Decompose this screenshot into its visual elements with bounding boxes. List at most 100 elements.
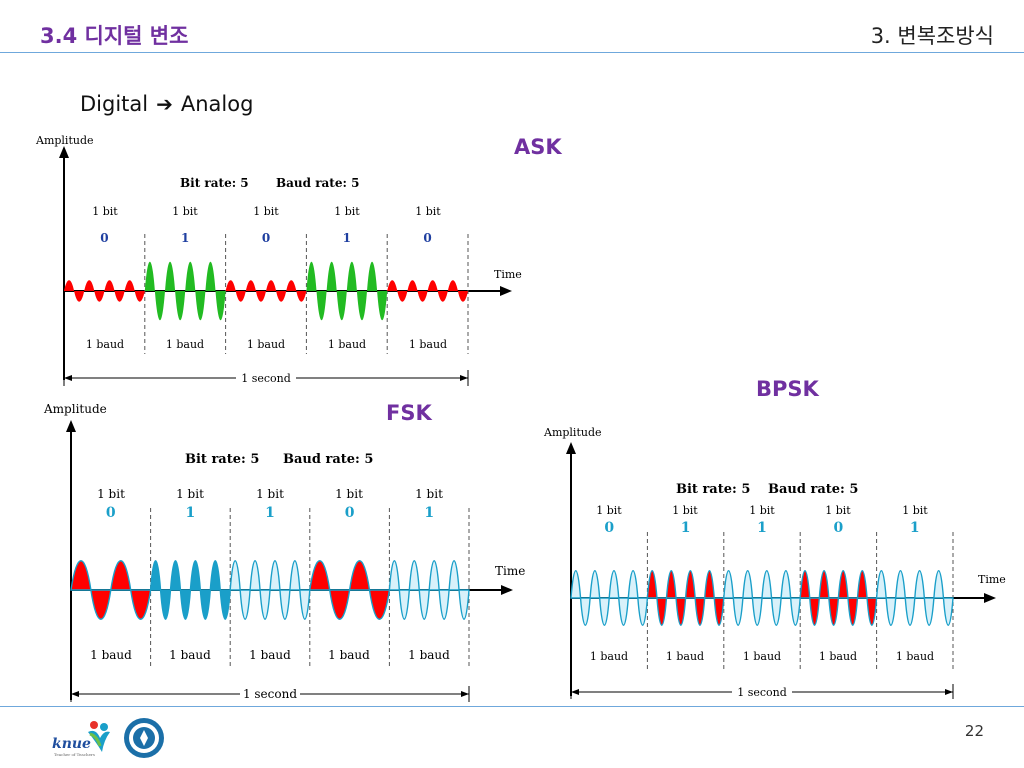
ask-high-lobe: [356, 291, 367, 321]
ask-low-lobe: [235, 291, 246, 302]
bpsk-waveform: [570, 570, 954, 626]
bpsk-lobe: [589, 570, 601, 599]
time-axis-arrow: [501, 585, 513, 595]
ask-high-lobe: [306, 261, 317, 291]
fsk-high-freq-lobe: [149, 560, 162, 591]
bit-value: 0: [604, 520, 614, 536]
fsk-high-freq-lobe: [189, 560, 202, 591]
baud-label: 1 baud: [166, 338, 204, 351]
fsk-low-freq-lobe: [328, 589, 351, 620]
ask-high-lobe: [367, 261, 378, 291]
duration-label-bg: [732, 685, 792, 699]
bit-value: 1: [424, 505, 434, 521]
bpsk-lobe: [942, 597, 954, 626]
fsk-high-freq-lobe: [418, 589, 430, 620]
bpsk-lobe: [875, 570, 887, 599]
ask-high-lobe: [165, 261, 176, 291]
bpsk-lobe: [570, 570, 582, 599]
ask-high-lobe: [195, 291, 206, 321]
ask-low-lobe: [245, 280, 256, 291]
baud-label: 1 baud: [86, 338, 124, 351]
ask-low-lobe: [104, 280, 115, 291]
bit-label: 1 bit: [92, 205, 118, 218]
bpsk-highlight-lobe: [656, 597, 668, 626]
logo-subtext: Teacher of Teachers: [54, 752, 95, 757]
bit-value: 1: [343, 231, 351, 245]
duration-arrow-right: [460, 375, 468, 381]
bpsk-highlight-lobe: [856, 570, 868, 599]
baud-label: 1 baud: [328, 338, 366, 351]
right-arrow-icon: ➔: [156, 92, 173, 116]
ask-low-lobe: [407, 280, 418, 291]
subtitle-digital: Digital: [80, 92, 149, 116]
duration-label: 1 second: [241, 372, 291, 385]
university-logo: knue Teacher of Teachers: [50, 716, 166, 760]
time-axis-label: Time: [495, 564, 525, 578]
bpsk-highlight-lobe: [675, 597, 687, 626]
bit-value: 0: [106, 505, 116, 521]
ask-high-lobe: [205, 261, 216, 291]
bpsk-lobe: [598, 597, 610, 626]
duration-arrow-left: [71, 691, 79, 697]
ask-high-lobe: [185, 261, 196, 291]
bit-label: 1 bit: [172, 205, 198, 218]
duration-label-bg: [240, 687, 300, 701]
baud-labels: 1 baud 1 baud 1 baud 1 baud 1 baud: [86, 338, 447, 351]
baud-label: 1 baud: [590, 650, 628, 663]
fsk-low-freq-lobe: [308, 560, 331, 591]
ask-high-lobe: [346, 261, 357, 291]
bpsk-highlight-lobe: [828, 597, 840, 626]
knue-logo-icon: knue Teacher of Teachers: [52, 721, 110, 757]
bpsk-highlight-lobe: [847, 597, 859, 626]
university-seal-icon: [124, 718, 164, 758]
ask-low-lobe: [266, 280, 277, 291]
bpsk-lobe: [780, 570, 792, 599]
ask-low-lobe: [134, 291, 145, 302]
bpsk-lobe: [885, 597, 897, 626]
bit-value: 0: [834, 520, 844, 536]
fsk-high-freq-lobe: [299, 589, 311, 620]
time-axis-arrow: [984, 593, 996, 603]
bpsk-lobe: [914, 570, 926, 599]
fsk-low-freq-lobe: [348, 560, 371, 591]
fsk-waveform: [70, 560, 470, 620]
fsk-high-freq-lobe: [249, 560, 261, 591]
ask-high-lobe: [154, 291, 165, 321]
bpsk-lobe: [579, 597, 591, 626]
duration-arrow-right: [945, 689, 953, 695]
bit-value: 1: [181, 231, 189, 245]
ask-waveform: [64, 261, 468, 321]
bpsk-lobe: [608, 570, 620, 599]
bit-labels: 1 bit 1 bit 1 bit 1 bit 1 bit: [97, 487, 443, 501]
fsk-high-freq-lobe: [279, 589, 291, 620]
fsk-low-freq-lobe: [90, 589, 112, 620]
amplitude-axis-arrow: [66, 420, 76, 432]
amplitude-axis-arrow: [59, 146, 69, 158]
baud-labels: 1 baud 1 baud 1 baud 1 baud 1 baud: [590, 650, 934, 663]
baud-label: 1 baud: [249, 648, 291, 662]
fsk-label: FSK: [386, 401, 432, 425]
ask-low-lobe: [64, 280, 75, 291]
bit-value: 1: [757, 520, 767, 536]
bpsk-lobe: [933, 570, 945, 599]
duration-label: 1 second: [737, 686, 787, 699]
ask-high-lobe: [336, 291, 347, 321]
bpsk-lobe: [904, 597, 916, 626]
bit-label: 1 bit: [97, 487, 125, 501]
duration-arrow-left: [571, 689, 579, 695]
bit-label: 1 bit: [415, 487, 443, 501]
bpsk-lobe: [761, 570, 773, 599]
fsk-low-freq-lobe: [129, 589, 152, 620]
fsk-high-freq-lobe: [169, 560, 182, 591]
fsk-high-freq-lobe: [209, 560, 222, 591]
baud-label: 1 baud: [743, 650, 781, 663]
bpsk-highlight-lobe: [866, 597, 878, 626]
duration-arrow-right: [461, 691, 469, 697]
fsk-high-freq-lobe: [458, 589, 470, 620]
bit-label: 1 bit: [253, 205, 279, 218]
ask-low-lobe: [437, 291, 448, 302]
bpsk-lobe: [617, 597, 630, 626]
bit-labels: 1 bit 1 bit 1 bit 1 bit 1 bit: [596, 504, 928, 517]
baud-label: 1 baud: [328, 648, 370, 662]
